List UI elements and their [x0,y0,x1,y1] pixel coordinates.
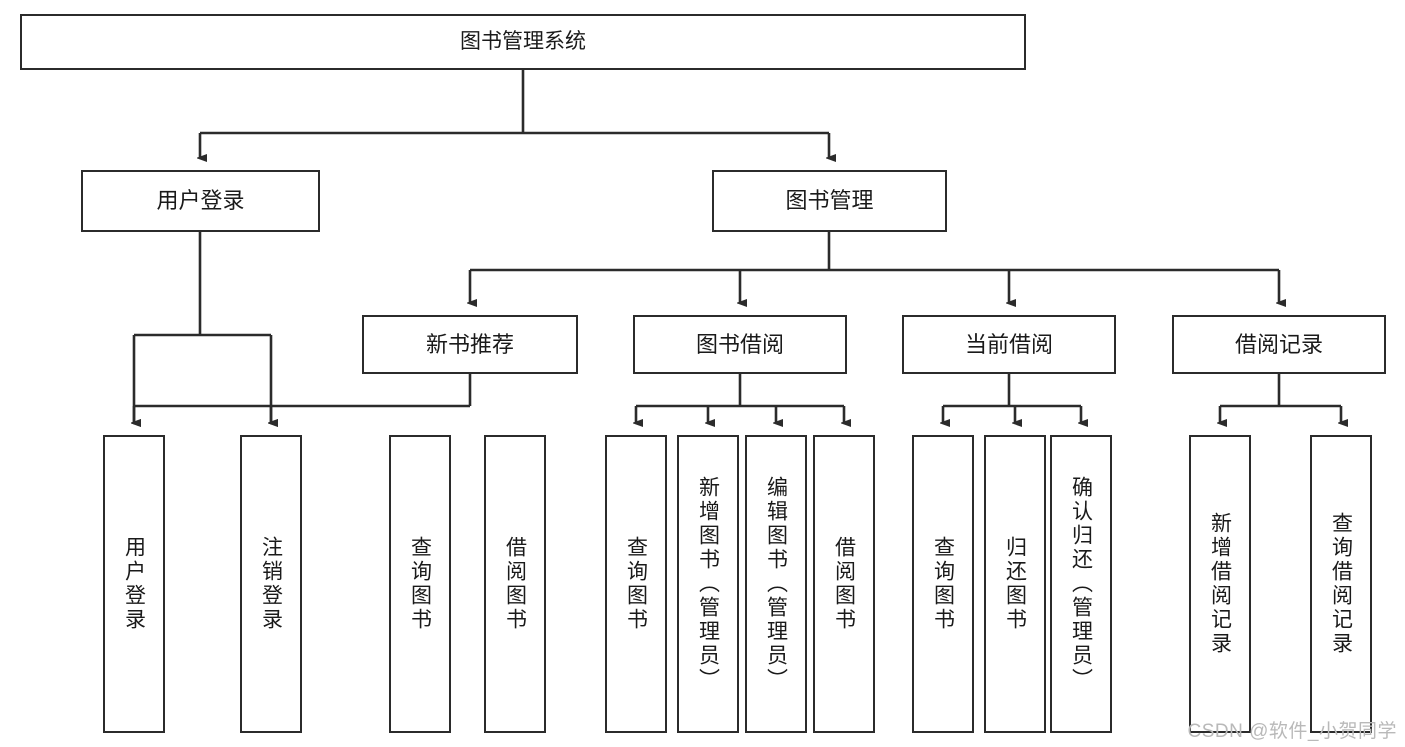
node-level2-2[interactable]: 当前借阅 [902,315,1116,374]
node-leaf-8[interactable]: 查询图书 [912,435,974,733]
node-leaf-4-label: 查询图书 [624,536,648,632]
node-leaf-2[interactable]: 查询图书 [389,435,451,733]
node-level2-3[interactable]: 借阅记录 [1172,315,1386,374]
node-leaf-2-label: 查询图书 [408,536,432,632]
node-leaf-11[interactable]: 新增借阅记录 [1189,435,1251,733]
node-level2-0[interactable]: 新书推荐 [362,315,578,374]
watermark: CSDN @软件_小贺同学 [1187,721,1397,742]
node-leaf-0[interactable]: 用户登录 [103,435,165,733]
node-leaf-6[interactable]: 编辑图书（管理员） [745,435,807,733]
node-leaf-12-label: 查询借阅记录 [1329,512,1353,656]
node-level1-0[interactable]: 用户登录 [81,170,320,232]
node-leaf-11-label: 新增借阅记录 [1208,512,1232,656]
node-leaf-5[interactable]: 新增图书（管理员） [677,435,739,733]
node-leaf-7-label: 借阅图书 [832,536,856,632]
node-leaf-0-label: 用户登录 [122,536,146,632]
node-level2-1[interactable]: 图书借阅 [633,315,847,374]
node-leaf-3-label: 借阅图书 [503,536,527,632]
node-level1-1[interactable]: 图书管理 [712,170,947,232]
node-root-label: 图书管理系统 [460,29,586,53]
node-leaf-10[interactable]: 确认归还（管理员） [1050,435,1112,733]
node-leaf-5-label: 新增图书（管理员） [696,476,720,692]
node-leaf-9-label: 归还图书 [1003,536,1027,632]
node-level2-3-label: 借阅记录 [1234,331,1323,357]
node-leaf-6-label: 编辑图书（管理员） [764,476,788,692]
node-leaf-3[interactable]: 借阅图书 [484,435,546,733]
node-leaf-4[interactable]: 查询图书 [605,435,667,733]
node-leaf-9[interactable]: 归还图书 [984,435,1046,733]
node-level2-2-label: 当前借阅 [964,331,1053,357]
node-leaf-10-label: 确认归还（管理员） [1069,476,1093,692]
node-level1-0-label: 用户登录 [156,188,245,214]
node-leaf-12[interactable]: 查询借阅记录 [1310,435,1372,733]
node-level1-1-label: 图书管理 [785,188,874,214]
node-root[interactable]: 图书管理系统 [20,14,1026,70]
node-level2-0-label: 新书推荐 [425,331,514,357]
node-leaf-1[interactable]: 注销登录 [240,435,302,733]
node-leaf-1-label: 注销登录 [259,536,283,632]
node-leaf-7[interactable]: 借阅图书 [813,435,875,733]
node-level2-1-label: 图书借阅 [695,331,784,357]
node-leaf-8-label: 查询图书 [931,536,955,632]
